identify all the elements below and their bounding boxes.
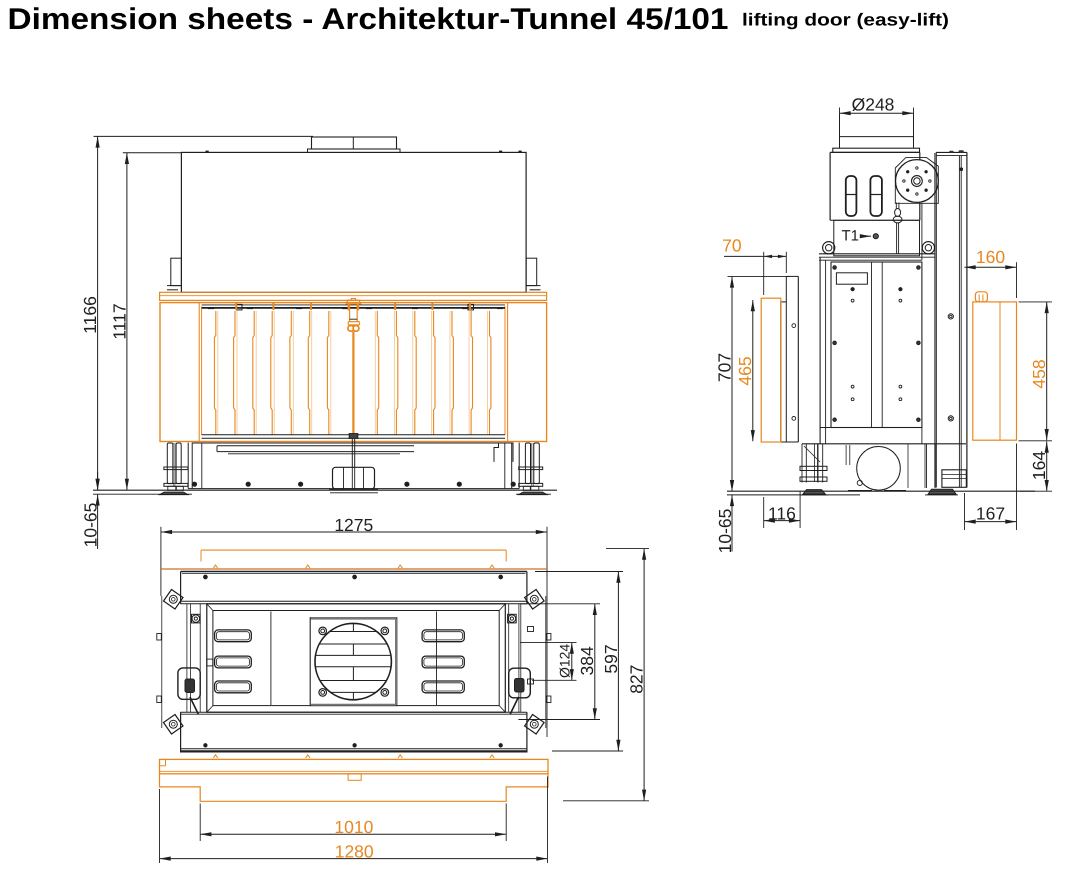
svg-text:465: 465 — [735, 356, 755, 385]
svg-text:116: 116 — [768, 503, 796, 523]
svg-text:Dimension sheets - Architektur: Dimension sheets - Architektur-Tunnel 45… — [8, 3, 729, 36]
svg-text:1010: 1010 — [334, 817, 373, 837]
svg-text:T1: T1 — [842, 228, 860, 245]
svg-text:827: 827 — [627, 665, 647, 694]
svg-text:707: 707 — [714, 353, 734, 382]
svg-text:10-65: 10-65 — [715, 509, 735, 554]
svg-text:Ø248: Ø248 — [852, 94, 895, 114]
svg-text:597: 597 — [601, 644, 621, 673]
svg-text:lifting door (easy-lift): lifting door (easy-lift) — [742, 10, 949, 30]
svg-text:70: 70 — [722, 236, 742, 256]
svg-text:167: 167 — [976, 503, 1005, 523]
svg-text:160: 160 — [976, 247, 1005, 267]
svg-text:1275: 1275 — [334, 515, 373, 535]
svg-text:458: 458 — [1029, 359, 1049, 388]
svg-text:Ø124: Ø124 — [556, 644, 572, 678]
svg-text:384: 384 — [577, 646, 597, 675]
svg-text:164: 164 — [1029, 451, 1049, 480]
svg-text:1117: 1117 — [109, 303, 129, 339]
svg-text:10-65: 10-65 — [80, 503, 100, 548]
svg-text:1280: 1280 — [335, 841, 374, 861]
svg-text:1166: 1166 — [80, 296, 100, 334]
